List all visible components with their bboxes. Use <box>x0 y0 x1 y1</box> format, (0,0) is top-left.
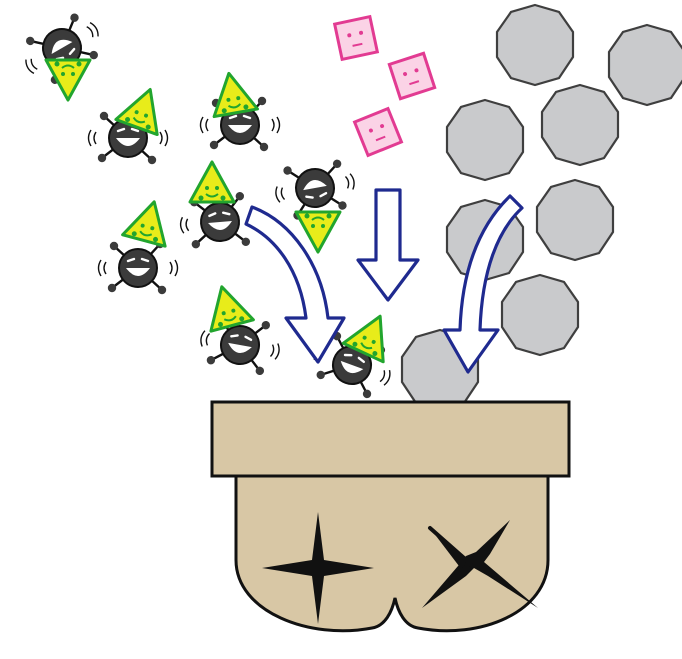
stone-7 <box>500 273 580 357</box>
x-star-icon <box>422 520 538 608</box>
arrow-curve-left-icon <box>244 205 346 364</box>
pot-body <box>234 474 550 633</box>
stone-5 <box>535 178 615 262</box>
pot-rim <box>210 400 571 478</box>
molecules-group <box>13 4 402 405</box>
stone-4 <box>445 98 525 182</box>
molecule-5 <box>176 160 263 253</box>
arrow-down-icon <box>356 188 420 302</box>
pink-square-2 <box>387 51 437 101</box>
molecule-7 <box>195 279 285 379</box>
stone-3 <box>540 83 620 167</box>
stones-group <box>400 3 682 412</box>
pink-square-1 <box>333 15 379 61</box>
molecule-1 <box>13 4 112 102</box>
stone-1 <box>495 3 575 87</box>
molecule-3 <box>199 68 281 153</box>
pink-squares-group <box>333 15 437 157</box>
pot <box>210 400 571 633</box>
molecule-6 <box>97 194 179 296</box>
four-point-star-icon <box>262 512 374 624</box>
arrow-curve-right-icon <box>442 194 524 374</box>
arrows-group <box>244 188 524 374</box>
pink-square-3 <box>353 107 403 157</box>
molecule-2 <box>87 80 173 166</box>
stone-2 <box>607 23 682 107</box>
